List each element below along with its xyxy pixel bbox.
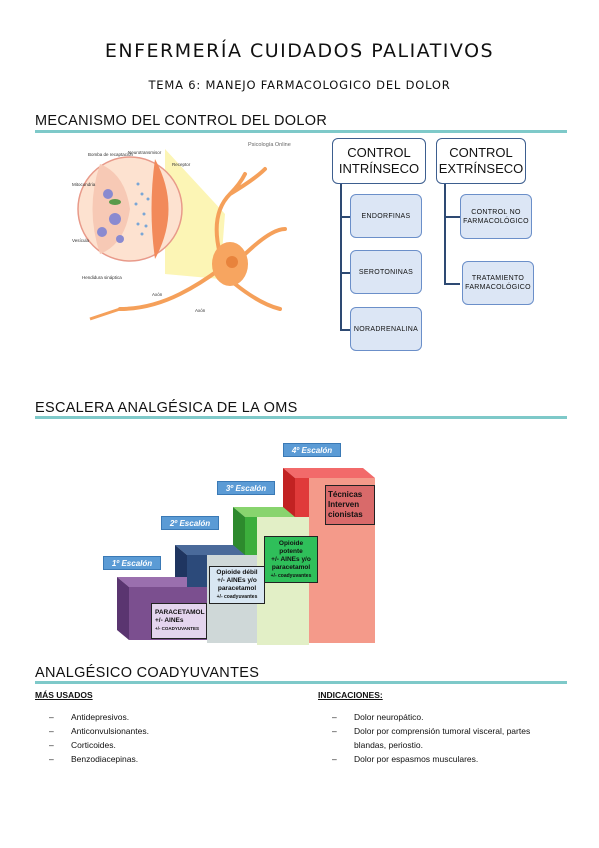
brand-logo: Psicología Online: [248, 142, 291, 148]
label-bomba: Bomba de recaptación: [88, 152, 134, 157]
section-rule: [35, 681, 567, 684]
step-4-line: cionistas: [328, 510, 363, 519]
connector-line: [340, 329, 350, 331]
list-item: Antidepresivos.: [35, 710, 285, 724]
axon-terminal: [89, 307, 121, 321]
label-hendidura: Hendidura sináptica: [82, 275, 122, 280]
connector-line: [340, 216, 350, 218]
tratamiento-farmacologico-label: TRATAMIENTO FARMACOLÓGICO: [465, 275, 531, 291]
mas-usados-heading: MÁS USADOS: [35, 690, 93, 700]
noradrenalina-box: NORADRENALINA: [350, 307, 422, 351]
step-2-line: paracetamol: [217, 585, 257, 592]
step-2-tab: 2º Escalón: [161, 516, 219, 530]
step-3-line: paracetamol: [271, 563, 311, 571]
control-extrinseco-title: CONTROL EXTRÍNSECO: [438, 145, 524, 176]
control-no-farmacologico-label: CONTROL NO FARMACOLÓGICO: [463, 208, 529, 225]
page-title: ENFERMERÍA CUIDADOS PALIATIVOS: [104, 40, 495, 62]
serotoninas-label: SEROTONINAS: [358, 268, 414, 276]
step-4-label: Técnicas Interven cionistas: [325, 485, 375, 525]
step-4-line: Técnicas: [328, 490, 363, 499]
noradrenalina-label: NORADRENALINA: [353, 325, 419, 333]
label-axon-1: Axón: [152, 292, 163, 297]
indicaciones-heading: INDICACIONES:: [318, 690, 383, 700]
postsynaptic-membrane: [151, 159, 169, 259]
step-1-line: +/- COADYUVANTES: [155, 626, 200, 631]
control-intrinseco-title: CONTROL INTRÍNSECO: [338, 145, 420, 176]
vesicle-icon: [103, 189, 113, 199]
step-2-line: +/- AINEs y/o: [217, 577, 257, 584]
section-heading-mecanismo: MECANISMO DEL CONTROL DEL DOLOR: [35, 113, 328, 129]
connector-line: [340, 184, 342, 329]
analgesic-ladder: 1º Escalón 2º Escalón 3º Escalón 4º Esca…: [85, 440, 505, 655]
tratamiento-farmacologico-box: TRATAMIENTO FARMACOLÓGICO: [462, 261, 534, 305]
neuron-synapse-illustration: Bomba de recaptación Neurotransmisor Rec…: [72, 142, 291, 321]
connector-line: [444, 216, 460, 218]
control-extrinseco-box: CONTROL EXTRÍNSECO: [436, 138, 526, 184]
step-3-front-left: [245, 517, 257, 555]
label-receptor: Receptor: [172, 162, 191, 167]
label-mitocondria: Mitocondria: [72, 182, 96, 187]
list-item: Corticoides.: [35, 738, 285, 752]
dendrite-branches: [118, 167, 287, 311]
mas-usados-list: Antidepresivos. Anticonvulsionantes. Cor…: [35, 710, 285, 766]
connector-line: [340, 272, 350, 274]
label-axon-2: Axón: [195, 308, 206, 313]
step-2-line: Opioide débil: [216, 569, 258, 576]
list-item: Benzodiacepinas.: [35, 752, 285, 766]
step-1-line: +/- AINEs: [155, 617, 184, 624]
step-2-label: Opioide débil +/- AINEs y/o paracetamol …: [209, 566, 265, 604]
vesicle-icon: [97, 227, 107, 237]
section-heading-coadyuvantes: ANALGÉSICO COADYUVANTES: [35, 665, 260, 681]
step-1-tab: 1º Escalón: [103, 556, 161, 570]
list-item: Dolor por espasmos musculares.: [318, 752, 558, 766]
indicaciones-list: Dolor neuropático. Dolor por comprensión…: [318, 710, 558, 766]
vesicle-icon: [116, 235, 124, 243]
step-3-label: Opioide potente +/- AINEs y/o paracetamo…: [264, 536, 318, 583]
serotoninas-box: SEROTONINAS: [350, 250, 422, 294]
list-item: Dolor neuropático.: [318, 710, 558, 724]
nucleus-icon: [226, 256, 238, 268]
mitochondria-icon: [109, 199, 121, 205]
step-1-line: PARACETAMOL: [155, 609, 205, 616]
step-4-tab: 4º Escalón: [283, 443, 341, 457]
step-3-line: +/- coadyuvantes: [270, 572, 312, 579]
label-vesicula: Vesícula: [72, 238, 90, 243]
step-3-line: potente: [279, 547, 303, 555]
list-item: Dolor por comprensión tumoral visceral, …: [318, 724, 558, 752]
step-4-line: Interven: [328, 500, 360, 509]
step-4-side: [283, 468, 295, 517]
list-item: Anticonvulsionantes.: [35, 724, 285, 738]
control-no-farmacologico-box: CONTROL NO FARMACOLÓGICO: [460, 194, 532, 239]
step-4-front-left: [295, 478, 309, 517]
vesicle-icon: [109, 213, 121, 225]
step-3-line: Opioide: [278, 539, 304, 547]
step-1-label: PARACETAMOL +/- AINEs +/- COADYUVANTES: [151, 603, 207, 639]
step-3-side: [233, 507, 245, 555]
section-heading-escalera: ESCALERA ANALGÉSICA DE LA OMS: [35, 400, 298, 416]
step-4-top: [283, 468, 375, 478]
step-2-front-left: [187, 555, 207, 587]
step-2-side: [175, 545, 187, 577]
step-3-line: +/- AINEs y/o: [271, 555, 311, 563]
connector-line: [444, 283, 460, 285]
control-intrinseco-box: CONTROL INTRÍNSECO: [332, 138, 426, 184]
step-3-tab: 3º Escalón: [217, 481, 275, 495]
neurotransmitter-dots: [134, 182, 150, 236]
section-rule: [35, 416, 567, 419]
step-1-top: [117, 577, 207, 587]
connector-line: [444, 184, 446, 284]
endorfinas-box: ENDORFINAS: [350, 194, 422, 238]
step-2-line: +/- coadyuvantes: [216, 594, 258, 600]
endorfinas-label: ENDORFINAS: [361, 212, 411, 220]
section-rule: [35, 130, 567, 133]
step-1-side: [117, 577, 129, 640]
zoom-beam: [165, 149, 225, 279]
label-neurotransmisor: Neurotransmisor: [128, 150, 162, 155]
page-subtitle: TEMA 6: MANEJO FARMACOLOGICO DEL DOLOR: [148, 78, 451, 92]
